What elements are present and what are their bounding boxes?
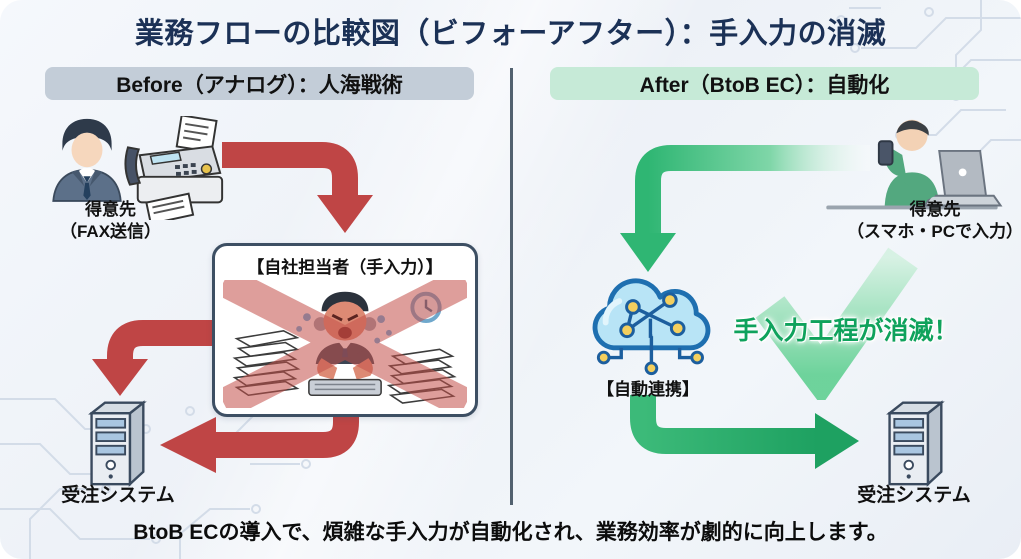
after-system-label: 受注システム xyxy=(857,485,971,506)
before-customer-line2: （FAX送信） xyxy=(59,221,162,241)
cloud-label: 【自動連携】 xyxy=(597,380,699,399)
arrow-red-box-to-server-left xyxy=(160,400,359,473)
after-customer-line1: 得意先 xyxy=(909,200,961,219)
arrow-green-cloud-to-server xyxy=(630,395,859,469)
after-header: After（BtoB EC）：自動化 xyxy=(550,67,979,100)
before-customer-line1: 得意先 xyxy=(85,200,136,219)
before-customer-label: 得意先 （FAX送信） xyxy=(28,199,193,243)
arrow-red-fax-to-box xyxy=(222,142,373,233)
fax-machine-icon xyxy=(124,116,224,220)
checkmark-icon xyxy=(755,247,918,400)
column-divider xyxy=(510,68,513,505)
after-customer-line2: （スマホ・PCで入力） xyxy=(846,221,1021,241)
before-header: Before（アナログ）：人海戦術 xyxy=(45,67,474,100)
stressed-worker-crossed-out-icon xyxy=(223,280,467,408)
highlight-text: 手入力工程が消滅！ xyxy=(733,317,959,345)
page-title: 業務フローの比較図（ビフォーアフター）：手入力の消滅 xyxy=(134,18,887,50)
before-server-icon xyxy=(88,400,147,487)
footer-caption: BtoB ECの導入で、煩雑な手入力が自動化され、業務効率が劇的に向上します。 xyxy=(133,521,888,544)
businessman-icon xyxy=(52,118,122,202)
manual-entry-box-title: 【自社担当者（手入力）】 xyxy=(247,258,443,277)
manual-entry-box: 【自社担当者（手入力）】 xyxy=(212,243,478,417)
person-with-smartphone-laptop-icon xyxy=(826,119,1003,210)
cloud-network-icon xyxy=(592,278,711,376)
arrow-red-box-to-server-down xyxy=(92,320,212,396)
arrow-green-customer-to-cloud xyxy=(620,145,870,272)
before-system-label: 受注システム xyxy=(61,485,175,506)
after-customer-label: 得意先 （スマホ・PCで入力） xyxy=(825,199,1021,243)
after-server-icon xyxy=(886,400,945,487)
